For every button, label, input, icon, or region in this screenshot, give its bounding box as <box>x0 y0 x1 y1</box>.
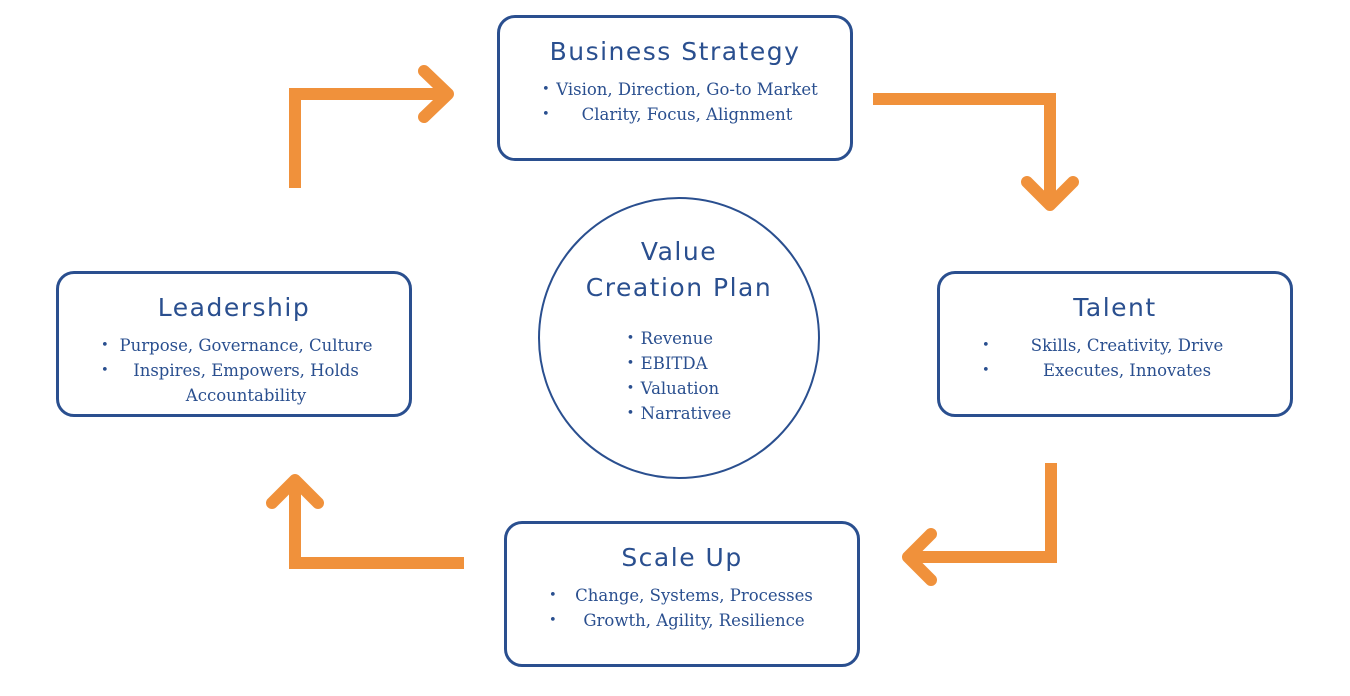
talent-list: •Skills, Creativity, Drive •Executes, In… <box>940 333 1290 383</box>
list-item: •Purpose, Governance, Culture <box>101 336 373 355</box>
list-item: •Revenue <box>626 329 713 348</box>
business-strategy-list: •Vision, Direction, Go-to Market •Clarit… <box>500 77 850 127</box>
list-item: •Growth, Agility, Resilience <box>549 611 805 630</box>
list-item: •Executes, Innovates <box>982 361 1212 380</box>
value-creation-plan-circle: Value Creation Plan •Revenue •EBITDA •Va… <box>538 197 820 479</box>
value-creation-plan-title: Value Creation Plan <box>585 237 773 302</box>
leadership-box: Leadership •Purpose, Governance, Culture… <box>56 271 412 417</box>
list-item: •Narrativee <box>626 404 732 423</box>
list-item: •Valuation <box>626 379 720 398</box>
talent-box: Talent •Skills, Creativity, Drive •Execu… <box>937 271 1293 417</box>
value-creation-plan-list: •Revenue •EBITDA •Valuation •Narrativee <box>627 326 732 426</box>
leadership-title: Leadership <box>157 293 311 322</box>
list-item: •Vision, Direction, Go-to Market <box>542 80 818 99</box>
list-item: •Change, Systems, Processes <box>549 586 813 605</box>
list-item: •EBITDA <box>626 354 708 373</box>
arrow-business-to-talent <box>873 93 1079 211</box>
business-strategy-title: Business Strategy <box>549 37 801 66</box>
arrow-leadership-to-business <box>289 65 454 188</box>
arrow-talent-to-scale <box>902 463 1057 586</box>
scale-up-list: •Change, Systems, Processes •Growth, Agi… <box>507 583 857 633</box>
list-item: •Clarity, Focus, Alignment <box>542 105 793 124</box>
scale-up-box: Scale Up •Change, Systems, Processes •Gr… <box>504 521 860 667</box>
list-item: •Skills, Creativity, Drive <box>982 336 1224 355</box>
scale-up-title: Scale Up <box>621 543 743 572</box>
talent-title: Talent <box>1073 293 1157 322</box>
business-strategy-box: Business Strategy •Vision, Direction, Go… <box>497 15 853 161</box>
leadership-list: •Purpose, Governance, Culture •Inspires,… <box>59 333 409 408</box>
list-item: •Inspires, Empowers, Holds Accountabilit… <box>101 361 359 405</box>
arrow-scale-to-leadership <box>266 474 464 569</box>
